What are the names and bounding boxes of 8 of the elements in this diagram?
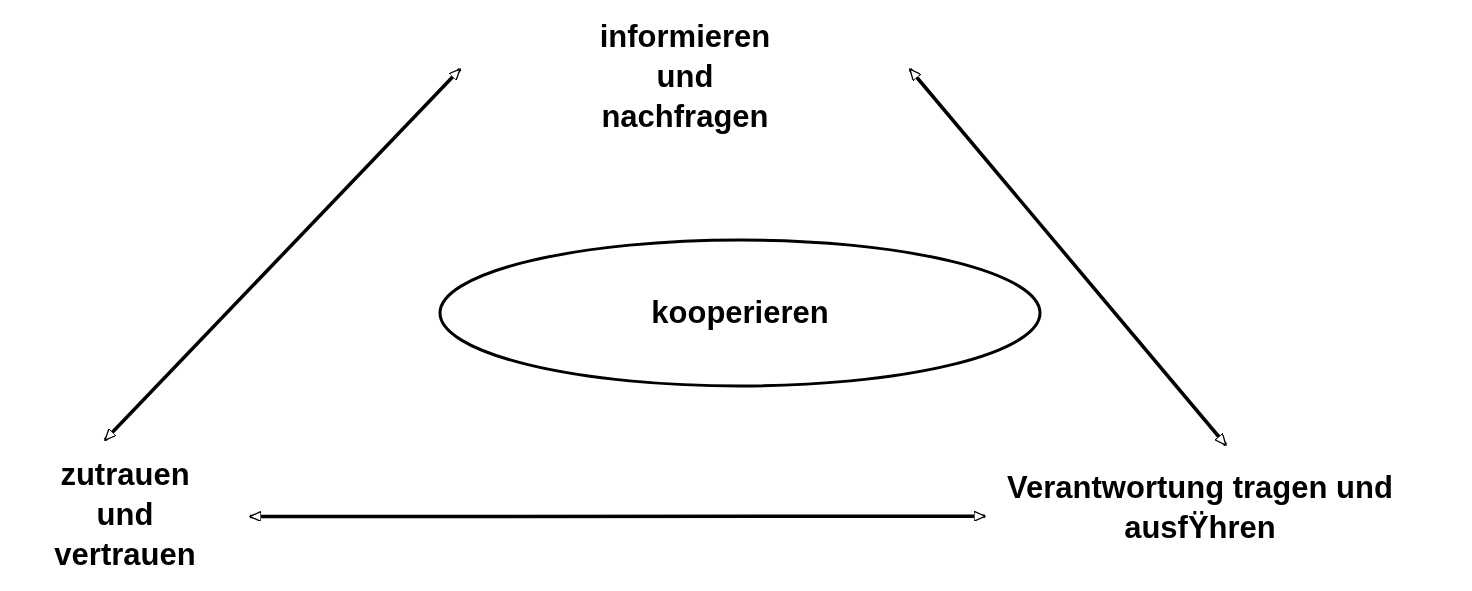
double-arrow — [249, 510, 986, 523]
node-label: zutrauen und vertrauen — [53, 456, 197, 574]
node-label: kooperieren — [651, 294, 829, 332]
double-arrow — [908, 68, 1228, 447]
ellipse — [438, 238, 1042, 388]
node-label: Verantwortung tragen und ausfŸhren — [1006, 468, 1394, 547]
node-label: informieren und nachfragen — [598, 17, 772, 136]
double-arrow — [103, 68, 462, 442]
